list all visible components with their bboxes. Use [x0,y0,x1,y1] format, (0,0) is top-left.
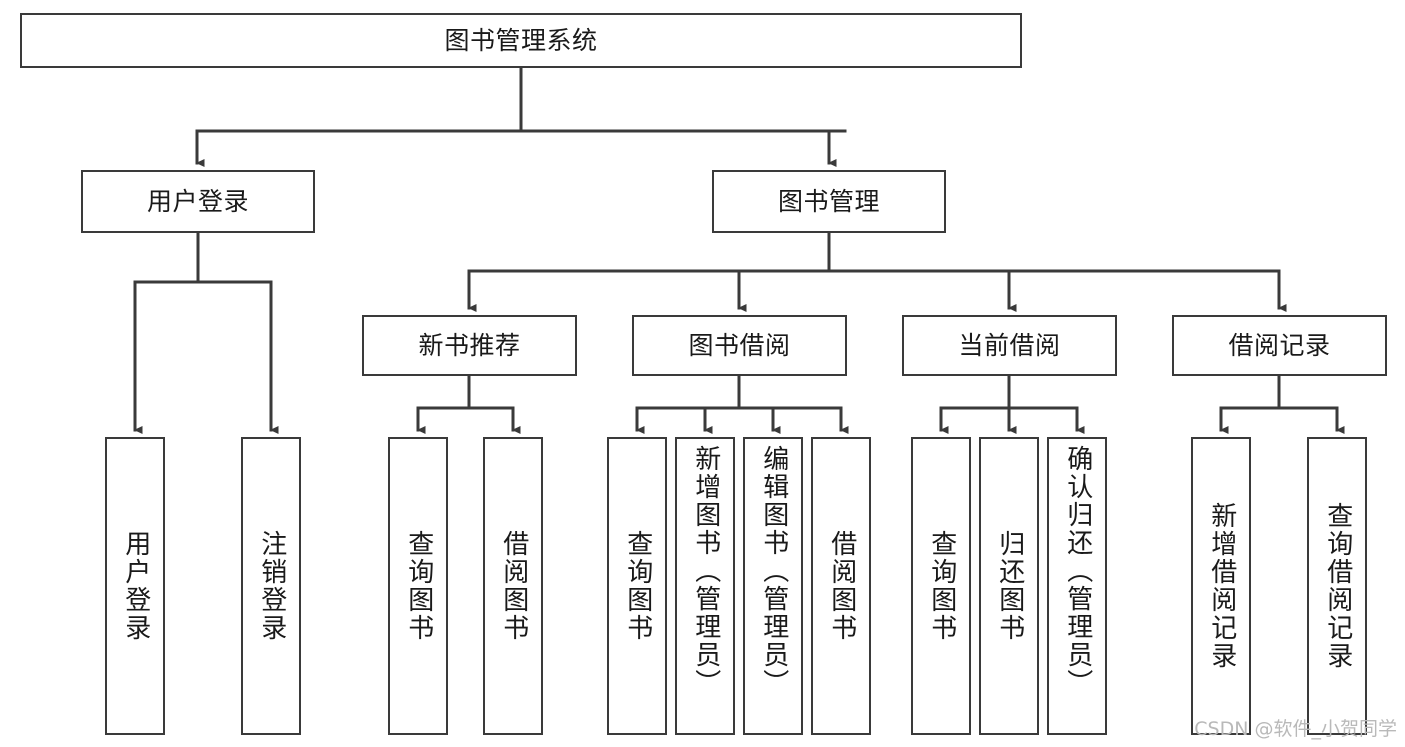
leaf-add-book-admin[interactable]: 新增图书（管理员） [675,437,735,735]
leaf-borrow-book-new-recommend[interactable]: 借阅图书 [483,437,543,735]
node-book-borrow[interactable]: 图书借阅 [632,315,847,376]
node-label: 确认归还（管理员） [1062,445,1093,697]
node-label: 查询图书 [622,530,653,642]
node-current-borrow[interactable]: 当前借阅 [902,315,1117,376]
node-label: 新书推荐 [418,330,521,360]
node-label: 编辑图书（管理员） [758,445,789,697]
leaf-user-login[interactable]: 用户登录 [105,437,165,735]
node-label: 查询借阅记录 [1322,502,1353,670]
leaf-return-book[interactable]: 归还图书 [979,437,1039,735]
node-label: 借阅记录 [1228,330,1331,360]
leaf-query-borrow-record[interactable]: 查询借阅记录 [1307,437,1367,735]
node-label: 注销登录 [256,530,287,642]
node-label: 新增图书（管理员） [690,445,721,697]
node-new-book-recommend[interactable]: 新书推荐 [362,315,577,376]
node-label: 图书管理系统 [444,25,598,55]
node-label: 图书管理 [777,186,880,216]
node-borrow-record[interactable]: 借阅记录 [1172,315,1387,376]
csdn-watermark: CSDN @软件_小贺同学 [1194,718,1397,740]
node-label: 用户登录 [120,530,151,642]
node-root-图书管理系统[interactable]: 图书管理系统 [20,13,1022,68]
leaf-logout-login[interactable]: 注销登录 [241,437,301,735]
node-label: 查询图书 [926,530,957,642]
node-label: 当前借阅 [958,330,1061,360]
leaf-query-book-borrow[interactable]: 查询图书 [607,437,667,735]
leaf-query-book-new-recommend[interactable]: 查询图书 [388,437,448,735]
node-label: 查询图书 [403,530,434,642]
leaf-edit-book-admin[interactable]: 编辑图书（管理员） [743,437,803,735]
node-label: 归还图书 [994,530,1025,642]
leaf-borrow-book-borrow[interactable]: 借阅图书 [811,437,871,735]
node-label: 借阅图书 [498,530,529,642]
leaf-confirm-return-admin[interactable]: 确认归还（管理员） [1047,437,1107,735]
node-label: 用户登录 [146,186,249,216]
node-label: 图书借阅 [688,330,791,360]
node-user-login[interactable]: 用户登录 [81,170,315,233]
node-label: 新增借阅记录 [1206,502,1237,670]
leaf-add-borrow-record[interactable]: 新增借阅记录 [1191,437,1251,735]
node-book-management[interactable]: 图书管理 [712,170,946,233]
leaf-query-book-current[interactable]: 查询图书 [911,437,971,735]
node-label: 借阅图书 [826,530,857,642]
